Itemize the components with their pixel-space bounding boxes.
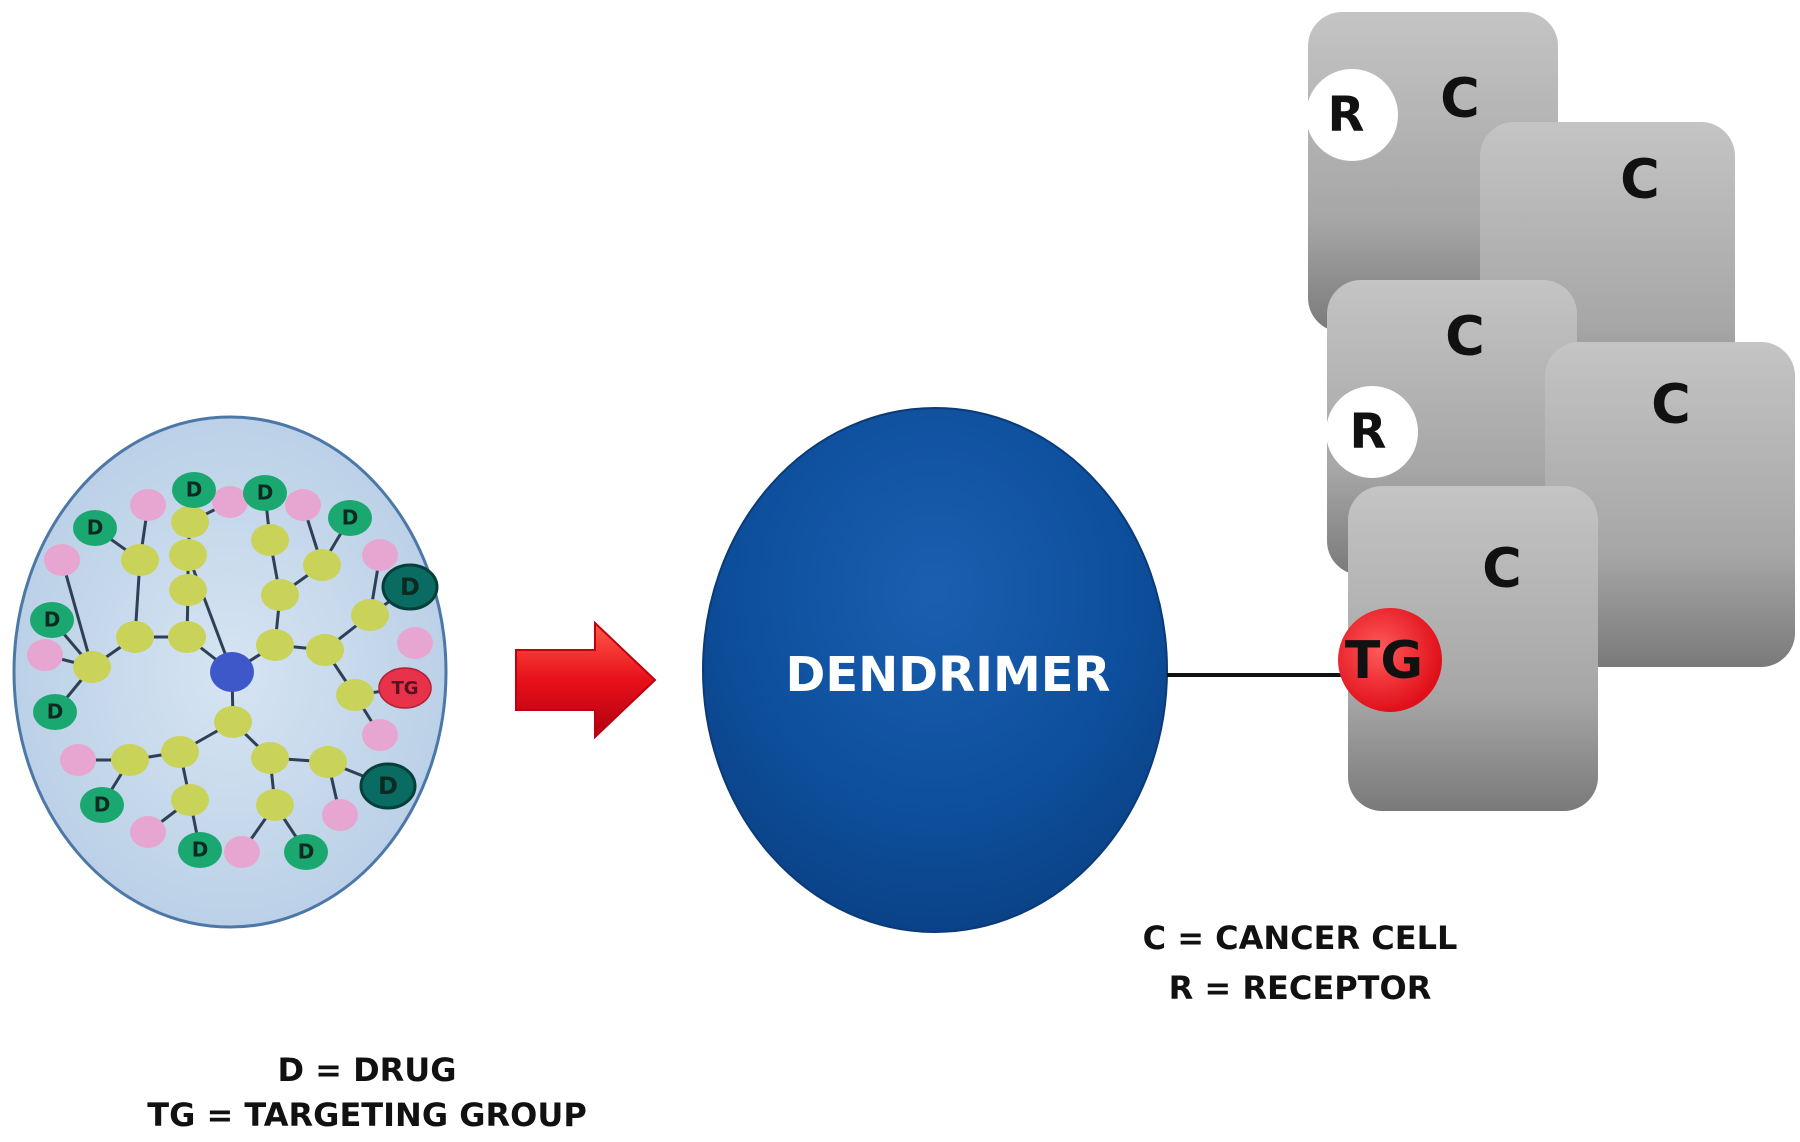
branch-node xyxy=(256,629,294,661)
branch-node xyxy=(169,574,207,606)
legend-right: C = CANCER CELL R = RECEPTOR xyxy=(1143,919,1458,1007)
branch-node xyxy=(171,506,209,538)
cell-label: C xyxy=(1445,305,1485,368)
drug-node: D xyxy=(328,500,372,536)
terminal-node xyxy=(130,816,166,848)
dendrimer-structure-icon: D D D D D D D D D D D TG xyxy=(12,415,448,929)
legend-cancer-cell: C = CANCER CELL xyxy=(1143,919,1458,957)
branch-node xyxy=(306,634,344,666)
terminal-node xyxy=(362,719,398,751)
terminal-node xyxy=(285,489,321,521)
drug-node: D xyxy=(243,475,287,511)
branch-node xyxy=(261,579,299,611)
cancer-cell-icon: C xyxy=(1545,342,1795,667)
cell-label: C xyxy=(1482,537,1522,600)
drug-node: D xyxy=(73,510,117,546)
receptor-icon: R xyxy=(1326,386,1418,478)
terminal-node xyxy=(60,744,96,776)
terminal-node xyxy=(322,799,358,831)
branch-node xyxy=(309,746,347,778)
legend-left: D = DRUG TG = TARGETING GROUP xyxy=(147,1051,587,1134)
branch-node xyxy=(73,651,111,683)
targeting-group-icon: TG xyxy=(1338,608,1442,712)
drug-node: D xyxy=(33,694,77,730)
cancer-cell-icon: C TG xyxy=(1338,486,1598,811)
branch-node xyxy=(256,789,294,821)
drug-node: D xyxy=(359,762,417,810)
terminal-node xyxy=(212,486,248,518)
branch-node xyxy=(121,544,159,576)
drug-label: D xyxy=(298,840,315,864)
targeting-group-label: TG xyxy=(391,678,418,699)
drug-node: D xyxy=(284,834,328,870)
terminal-node xyxy=(362,539,398,571)
cancer-cell-cluster: C R C C R C C xyxy=(1306,12,1795,811)
drug-label: D xyxy=(44,608,61,632)
structure-nodes: D D D D D D D D D D D TG xyxy=(27,472,439,870)
branch-node xyxy=(336,679,374,711)
dendrimer-label: DENDRIMER xyxy=(786,647,1111,703)
drug-label: D xyxy=(186,478,203,502)
targeting-group-node: TG xyxy=(378,667,432,709)
drug-label: D xyxy=(378,772,398,800)
drug-node: D xyxy=(30,602,74,638)
branch-node xyxy=(171,784,209,816)
dendrimer-sphere: DENDRIMER xyxy=(702,407,1168,933)
drug-label: D xyxy=(257,481,274,505)
drug-node: D xyxy=(172,472,216,508)
terminal-node xyxy=(130,489,166,521)
drug-node: D xyxy=(178,832,222,868)
cell-label: C xyxy=(1440,67,1480,130)
bond-line xyxy=(186,554,234,673)
cell-label: C xyxy=(1651,373,1691,436)
terminal-node xyxy=(27,639,63,671)
legend-drug: D = DRUG xyxy=(277,1051,456,1089)
drug-label: D xyxy=(192,838,209,862)
drug-node: D xyxy=(381,563,439,611)
drug-label: D xyxy=(47,700,64,724)
bond-line xyxy=(60,559,94,668)
branch-node xyxy=(214,706,252,738)
branch-node xyxy=(161,736,199,768)
terminal-node xyxy=(397,627,433,659)
branch-node xyxy=(168,621,206,653)
receptor-label: R xyxy=(1328,87,1365,143)
branch-node xyxy=(169,539,207,571)
branch-node xyxy=(251,524,289,556)
branch-node xyxy=(116,621,154,653)
drug-node: D xyxy=(80,787,124,823)
terminal-node xyxy=(224,836,260,868)
terminal-node xyxy=(44,544,80,576)
cell-label: C xyxy=(1620,148,1660,211)
legend-targeting-group: TG = TARGETING GROUP xyxy=(147,1096,587,1134)
drug-label: D xyxy=(94,793,111,817)
drug-label: D xyxy=(342,506,359,530)
legend-receptor: R = RECEPTOR xyxy=(1169,969,1432,1007)
receptor-label: R xyxy=(1350,404,1387,460)
branch-node xyxy=(251,742,289,774)
drug-label: D xyxy=(87,516,104,540)
targeting-group-label: TG xyxy=(1345,631,1423,691)
branch-node xyxy=(303,549,341,581)
branch-node xyxy=(351,599,389,631)
drug-label: D xyxy=(400,573,420,601)
receptor-icon: R xyxy=(1306,69,1398,161)
core-node xyxy=(210,652,254,692)
branch-node xyxy=(111,744,149,776)
right-arrow-icon xyxy=(515,620,657,740)
